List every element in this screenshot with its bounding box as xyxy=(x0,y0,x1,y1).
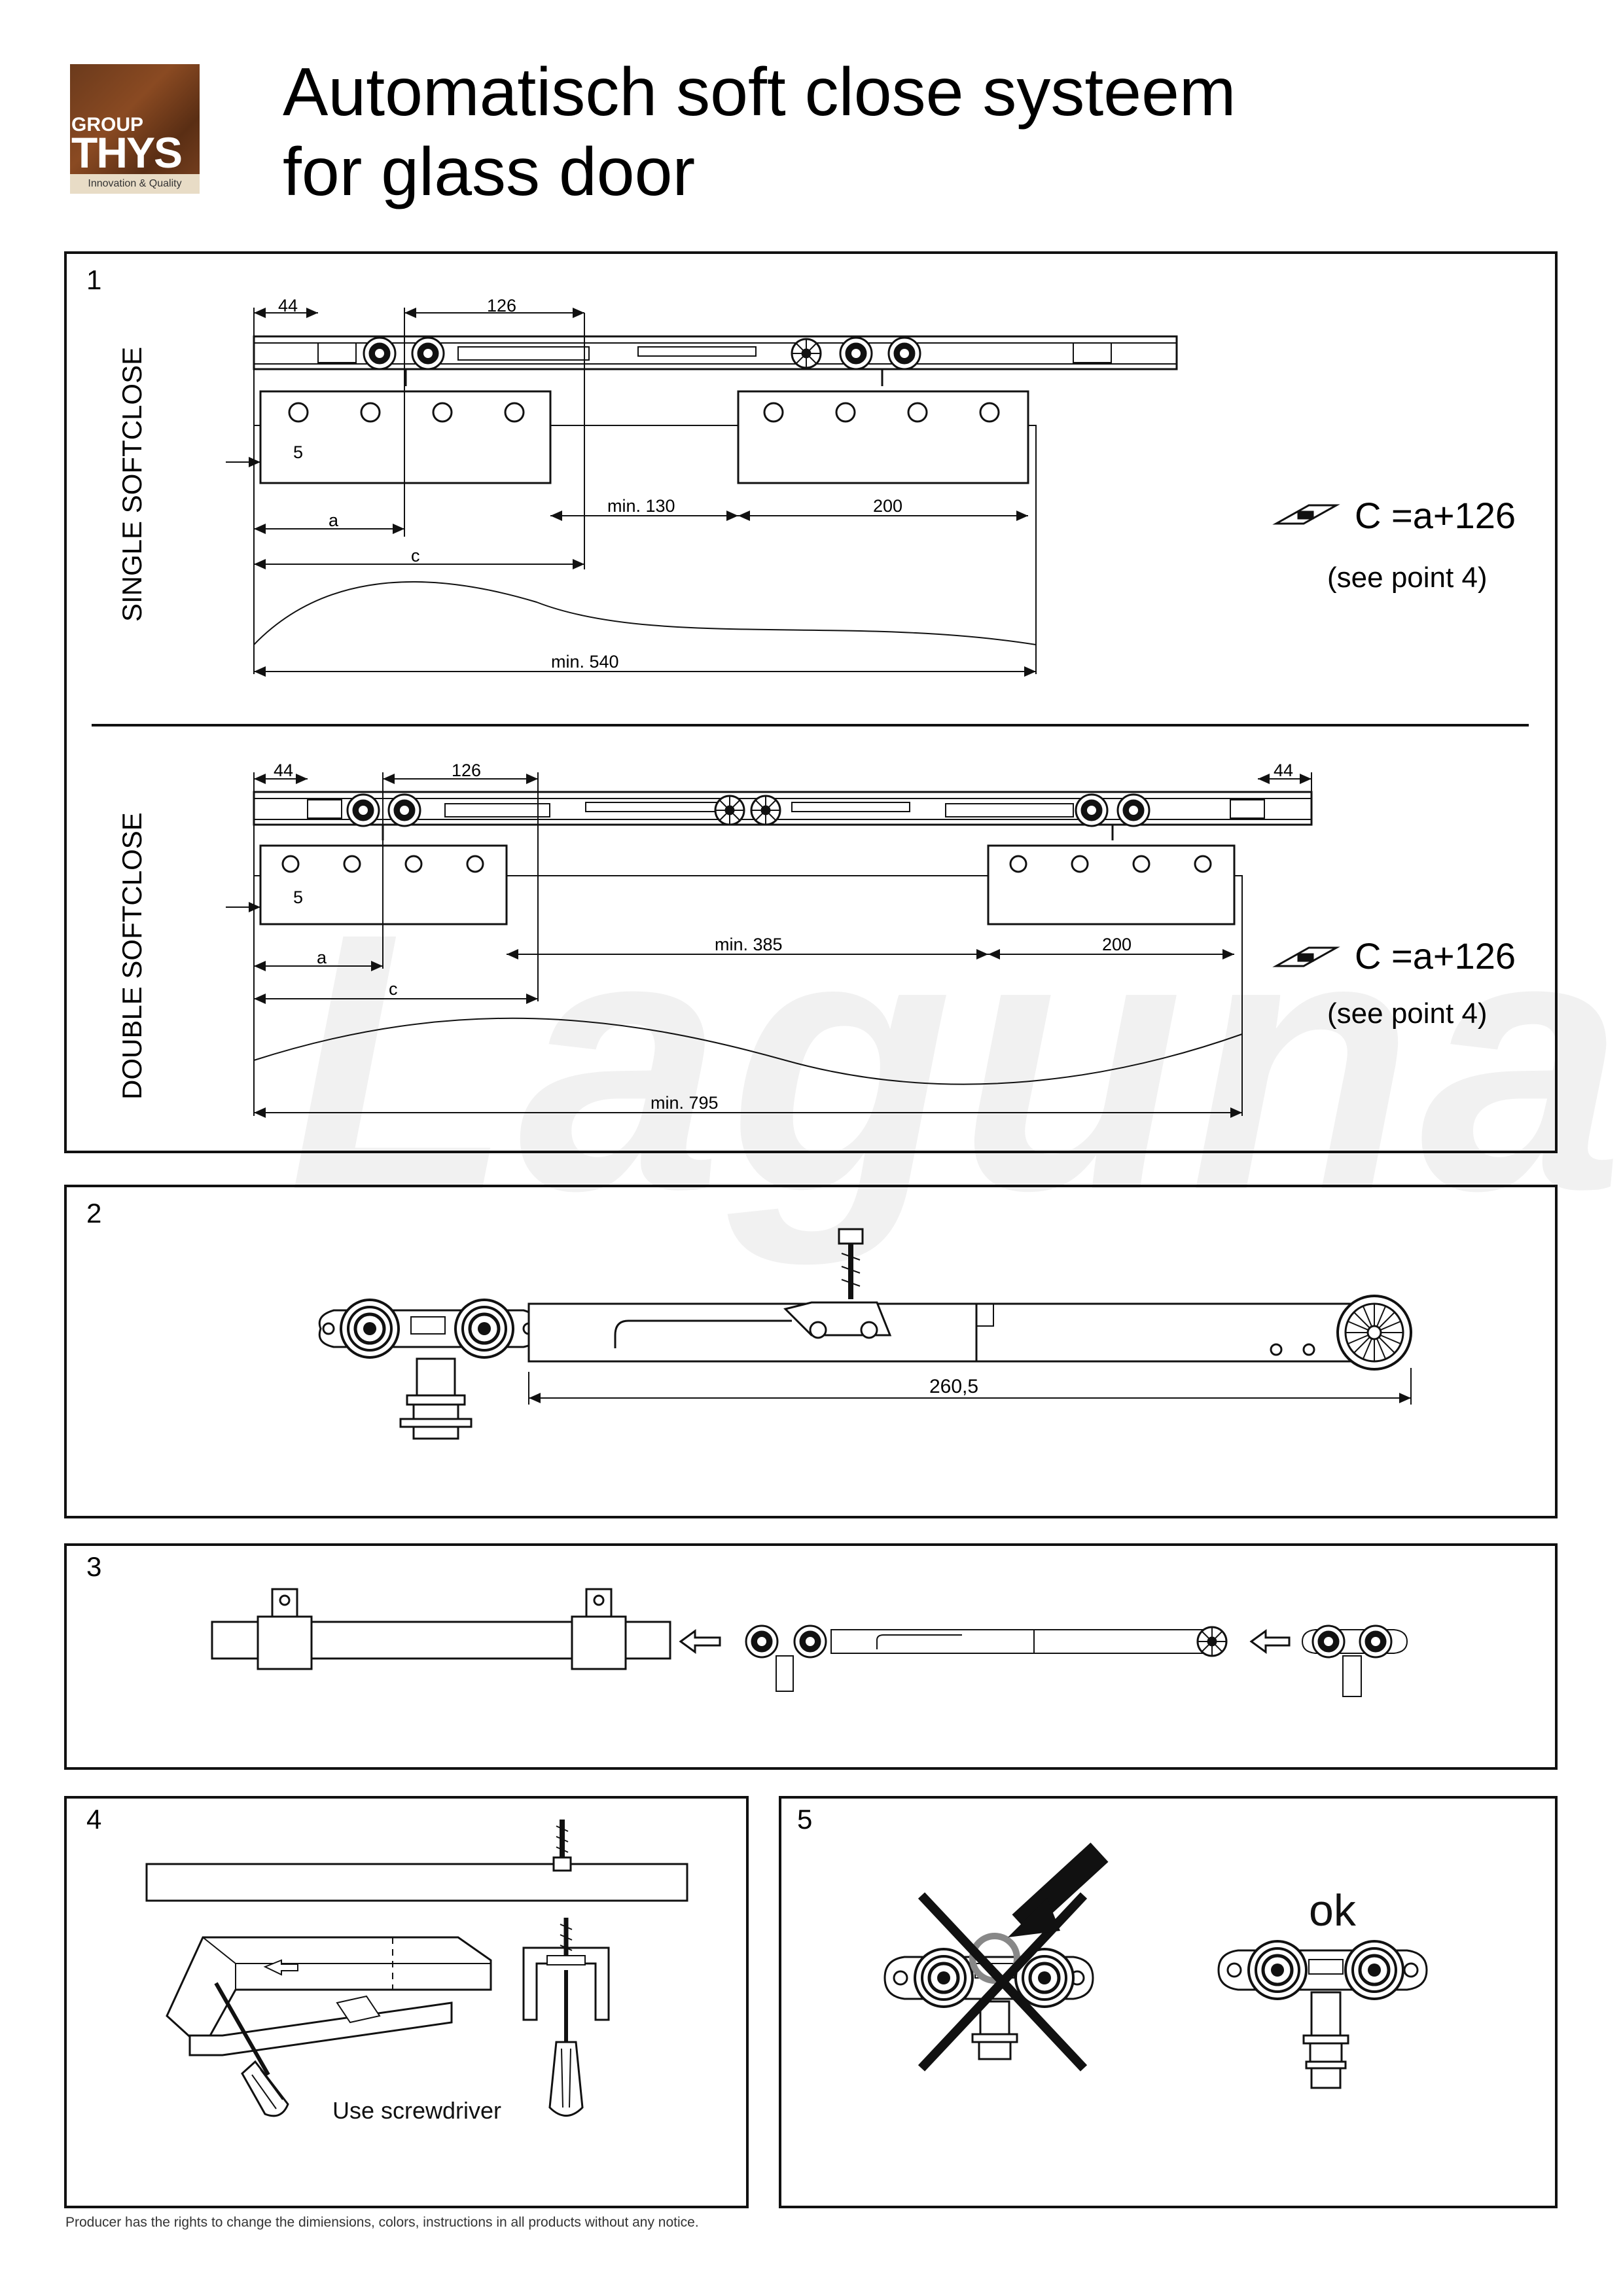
double-dim-44: 44 xyxy=(274,761,293,780)
panel-5 xyxy=(779,1796,1558,2208)
double-dim-a: a xyxy=(317,948,327,967)
single-note: (see point 4) xyxy=(1327,562,1488,594)
double-dimension-lines xyxy=(226,772,1312,1118)
double-dim-min385: min. 385 xyxy=(715,935,783,954)
assembly-arrow-left-2 xyxy=(1249,1629,1291,1654)
single-dim-a: a xyxy=(329,511,339,530)
logo-brand-text: THYS xyxy=(71,128,183,177)
panel-2-number: 2 xyxy=(86,1198,102,1229)
damper-gear xyxy=(1336,1295,1412,1371)
single-dimension-lines xyxy=(226,308,1037,677)
ok-label: ok xyxy=(1309,1886,1356,1935)
correct-roller-ok xyxy=(1217,1941,1428,2089)
panel-2-dim-260: 260,5 xyxy=(929,1376,978,1397)
title-line-2: for glass door xyxy=(283,134,696,210)
double-clamp-holes xyxy=(281,855,1212,873)
softclose-mechanism-large xyxy=(318,1228,1412,1440)
assembly-arrow-left-1 xyxy=(679,1629,721,1654)
panel-4 xyxy=(64,1796,749,2208)
title-line-1: Automatisch soft close systeem xyxy=(283,54,1236,130)
panel-3-number: 3 xyxy=(86,1551,102,1582)
page-title: Automatisch soft close systeem for glass… xyxy=(283,52,1236,212)
group-thys-logo: GROUP THYS Innovation & Quality xyxy=(70,64,200,194)
rail-cross-section-screwdriver xyxy=(522,1918,610,2117)
double-door-glass xyxy=(253,844,1243,1085)
panel-1 xyxy=(64,251,1558,1153)
double-dim-min795: min. 795 xyxy=(651,1093,719,1113)
single-dimension-texts: 44 126 5 a c min. 130 200 min. 540 xyxy=(278,296,902,672)
panel-4-number: 4 xyxy=(86,1804,102,1835)
double-dim-c: c xyxy=(389,979,398,999)
double-rail xyxy=(253,791,1313,840)
incorrect-roller-crossed xyxy=(883,1842,1109,2072)
panel-2-dimension xyxy=(528,1368,1412,1405)
panel-5-number: 5 xyxy=(797,1804,813,1835)
assembly-softclose-unit xyxy=(745,1624,1228,1692)
double-note: (see point 4) xyxy=(1327,997,1488,1030)
use-screwdriver-caption: Use screwdriver xyxy=(332,2097,502,2124)
single-clamp-holes xyxy=(288,402,1000,423)
single-dim-min540: min. 540 xyxy=(551,652,619,672)
rail-isometric-with-screwdriver xyxy=(166,1936,492,2117)
single-dim-126: 126 xyxy=(487,296,516,315)
double-dimension-texts: 44 126 44 5 a c min. 385 200 min. 795 xyxy=(274,761,1293,1113)
single-dim-44: 44 xyxy=(278,296,298,315)
disclaimer-footer: Producer has the rights to change the di… xyxy=(65,2215,699,2230)
assembly-roller-unit xyxy=(1301,1624,1408,1697)
single-dim-200: 200 xyxy=(873,496,902,516)
double-dim-44-right: 44 xyxy=(1274,761,1293,780)
ceiling-rail-top xyxy=(145,1820,688,1902)
double-formula-icon xyxy=(1272,946,1340,967)
single-door-glass xyxy=(253,390,1037,646)
single-rail xyxy=(253,335,1178,386)
logo-group-text: GROUP xyxy=(71,114,144,135)
single-dim-min130: min. 130 xyxy=(607,496,675,516)
double-formula: C =a+126 xyxy=(1355,935,1516,977)
panel-3 xyxy=(64,1543,1558,1770)
double-dim-5: 5 xyxy=(293,888,303,907)
double-dim-126: 126 xyxy=(452,761,481,780)
panel-1-number: 1 xyxy=(86,264,102,295)
laguna-watermark: Laguna xyxy=(288,857,1623,1266)
single-formula-icon xyxy=(1272,504,1340,525)
single-dim-5: 5 xyxy=(293,442,303,462)
logo-tagline: Innovation & Quality xyxy=(70,174,200,194)
assembly-rail xyxy=(211,1588,671,1670)
single-formula: C =a+126 xyxy=(1355,495,1516,536)
panel-2 xyxy=(64,1185,1558,1518)
double-dim-200: 200 xyxy=(1102,935,1132,954)
single-dim-c: c xyxy=(411,546,420,565)
